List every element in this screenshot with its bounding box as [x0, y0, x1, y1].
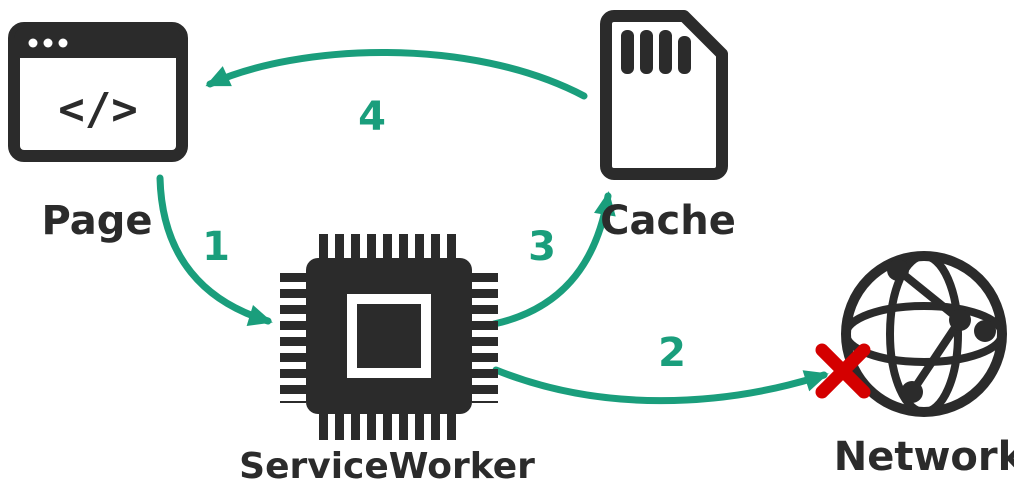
code-glyph: </>	[58, 84, 137, 135]
arrow-step-4: 4	[205, 49, 588, 140]
serviceworker-label: ServiceWorker	[239, 446, 535, 487]
sd-pin	[621, 30, 634, 74]
globe-parallel	[842, 302, 1006, 366]
blocked-x-icon	[815, 343, 871, 399]
chip-core	[347, 294, 431, 378]
window-dot	[43, 38, 53, 48]
arrow-2-path	[492, 366, 829, 405]
globe-node	[887, 259, 909, 281]
globe-meridian	[886, 252, 962, 416]
arrow-step-2: 2	[492, 330, 829, 405]
step-1-label: 1	[202, 224, 230, 270]
cache-label: Cache	[600, 198, 736, 244]
globe-icon	[841, 251, 1007, 417]
globe-link	[895, 266, 963, 324]
window-dot	[28, 38, 38, 48]
globe-link	[908, 317, 964, 395]
step-4-label: 4	[358, 94, 386, 140]
arrow-3-path	[490, 191, 616, 328]
arrow-step-3: 3	[490, 191, 616, 328]
sd-card-icon	[600, 10, 728, 180]
globe-node	[901, 381, 923, 403]
page-label: Page	[42, 198, 153, 244]
cpu-chip-icon	[280, 234, 498, 440]
arrow-step-1: 1	[156, 174, 273, 327]
arrow-4-path	[205, 49, 588, 100]
globe-node	[974, 320, 996, 342]
step-3-label: 3	[528, 224, 556, 270]
globe-node	[949, 309, 971, 331]
browser-window-icon: </>	[8, 22, 188, 162]
network-label: Network	[834, 434, 1014, 480]
sd-pin	[640, 30, 653, 74]
arrow-1-path	[156, 174, 273, 327]
sd-pin	[659, 30, 672, 74]
step-2-label: 2	[658, 330, 686, 376]
sd-pin	[678, 36, 691, 74]
window-dot	[58, 38, 68, 48]
